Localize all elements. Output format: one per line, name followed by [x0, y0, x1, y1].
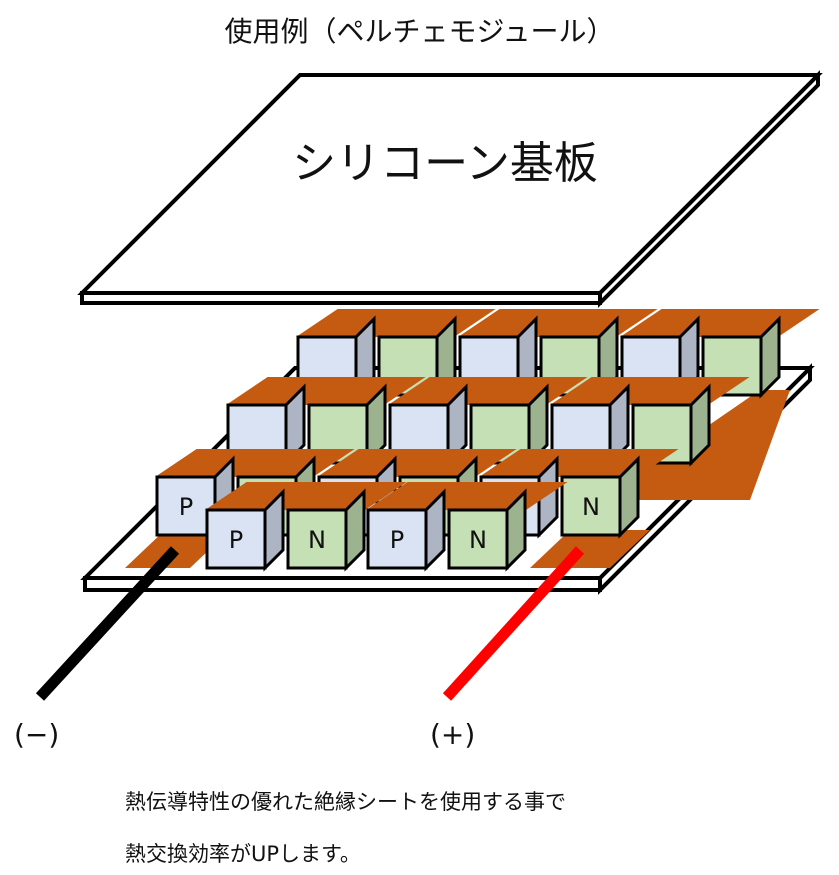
positive-copper-tab: [530, 530, 650, 568]
n-element-front: [631, 403, 693, 465]
n-element-front: [560, 475, 622, 537]
caption-line-1: 熱伝導特性の優れた絶縁シートを使用する事で: [125, 790, 566, 814]
p-element-label: P: [390, 526, 404, 554]
p-element-label: P: [229, 526, 243, 554]
positive-wire: [442, 546, 585, 701]
n-element-label: N: [308, 526, 326, 554]
n-element-label: N: [582, 493, 600, 521]
silicone-top-plate: シリコーン基板: [77, 70, 823, 308]
n-element-label: N: [469, 526, 487, 554]
negative-terminal-label: (−): [14, 718, 60, 751]
n-element-front: [447, 508, 509, 570]
caption-line-2: 熱交換効率がUPします。: [125, 842, 361, 866]
thermoelectric-elements: P N P N P N: [155, 309, 820, 572]
p-element-front: [366, 508, 428, 570]
positive-terminal-label: (+): [430, 718, 476, 751]
p-element-label: P: [179, 493, 193, 521]
diagram-title: 使用例（ペルチェモジュール）: [224, 15, 615, 48]
negative-copper-tab: [125, 530, 230, 568]
p-element-front: [205, 508, 267, 570]
n-element-front: [286, 508, 348, 570]
negative-wire: [35, 546, 180, 701]
top-plate-label: シリコーン基板: [292, 138, 598, 189]
